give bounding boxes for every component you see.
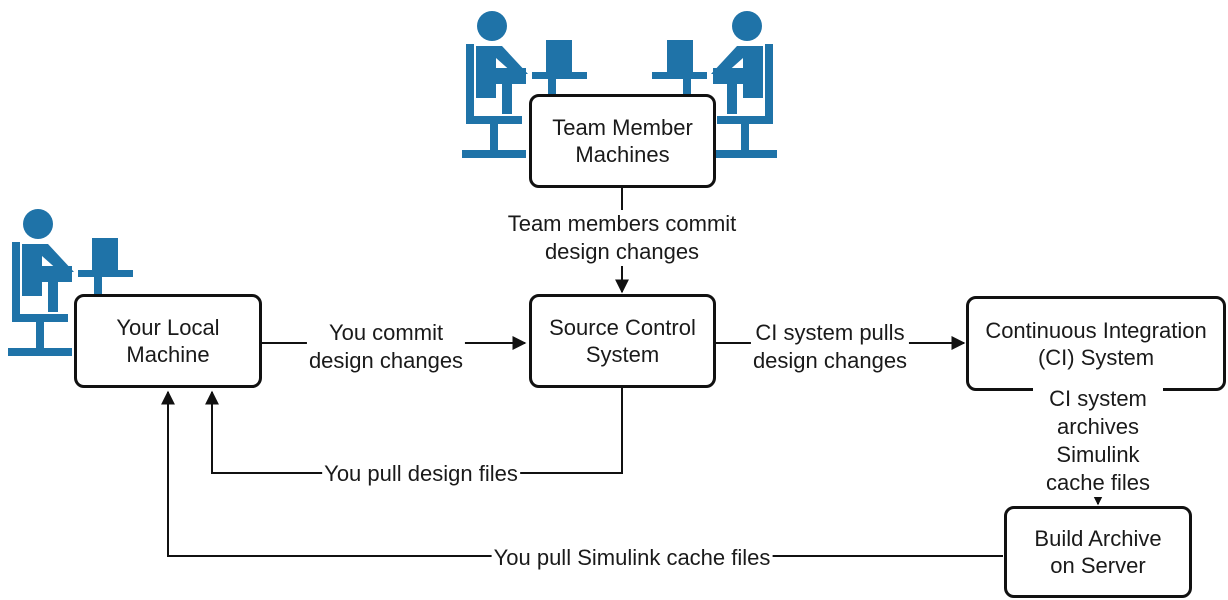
node-source-control-system: Source Control System: [529, 294, 716, 388]
person-at-computer-icon: [462, 11, 587, 159]
node-team-member-machines: Team Member Machines: [529, 94, 716, 188]
edge-label-pull-cache: You pull Simulink cache files: [491, 544, 773, 572]
edge-label-team-commit: Team members commit design changes: [505, 210, 739, 266]
edge-label-ci-pull: CI system pulls design changes: [750, 319, 910, 375]
node-team-label: Team Member Machines: [552, 115, 693, 167]
node-your-local-machine: Your Local Machine: [74, 294, 262, 388]
node-scs-label: Source Control System: [549, 315, 696, 367]
node-build-archive: Build Archive on Server: [1004, 506, 1192, 598]
edge-label-you-commit: You commit design changes: [306, 319, 466, 375]
node-build-label: Build Archive on Server: [1034, 526, 1162, 578]
node-ci-system: Continuous Integration (CI) System: [966, 296, 1226, 391]
person-at-computer-icon: [8, 209, 133, 357]
edge-label-pull-design: You pull design files: [322, 460, 520, 488]
node-ci-label: Continuous Integration (CI) System: [985, 317, 1207, 370]
edge-label-ci-archive: CI system archives Simulink cache files: [1033, 385, 1163, 497]
node-local-label: Your Local Machine: [116, 315, 220, 367]
